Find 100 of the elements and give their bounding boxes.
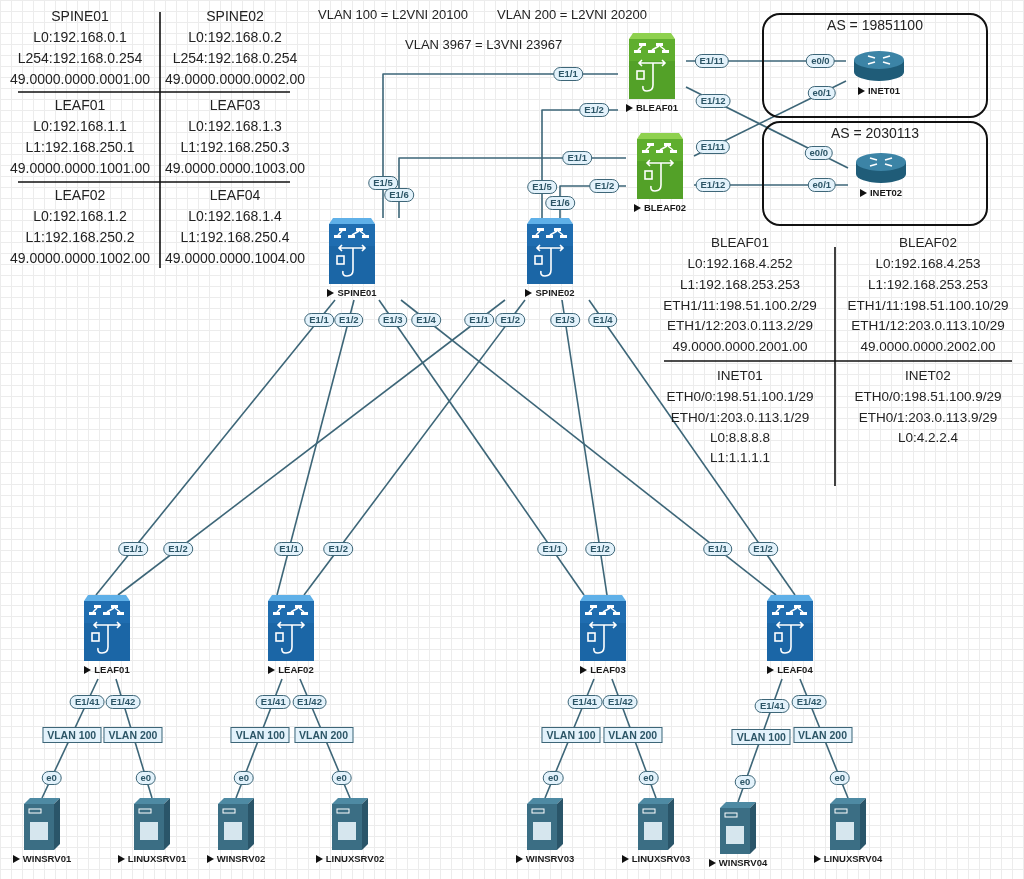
table-text: SPINE01 bbox=[51, 7, 109, 26]
device-name: LEAF02 bbox=[278, 664, 314, 676]
vlan-tag: VLAN 100 bbox=[541, 726, 601, 743]
table-text: L0:4.2.2.4 bbox=[897, 429, 959, 447]
network-link bbox=[400, 299, 777, 596]
port-label: E1/1 bbox=[703, 542, 733, 557]
table-text: L0:192.168.1.4 bbox=[188, 207, 282, 226]
port-label: E1/4 bbox=[588, 312, 618, 327]
table-text: INET02 bbox=[905, 367, 951, 385]
as-number-label: AS = 19851100 bbox=[826, 16, 924, 34]
port-label: e0 bbox=[135, 770, 157, 785]
table-text: LEAF04 bbox=[209, 186, 261, 205]
port-label: e0 bbox=[233, 770, 255, 785]
table-text: INET01 bbox=[717, 367, 763, 385]
port-label: E1/41 bbox=[69, 694, 105, 709]
device-name: LEAF03 bbox=[590, 664, 626, 676]
port-label: E1/4 bbox=[411, 312, 441, 327]
device-name: BLEAF01 bbox=[635, 102, 679, 114]
port-label: e0 bbox=[41, 770, 62, 785]
port-label: E1/12 bbox=[695, 93, 731, 108]
table-text: L1:192.168.253.253 bbox=[867, 276, 989, 294]
table-text: BLEAF01 bbox=[711, 234, 769, 252]
device-name: LINUXSRV02 bbox=[325, 853, 385, 865]
port-label: e0 bbox=[543, 770, 564, 785]
port-label: e0 bbox=[829, 770, 851, 785]
table-text: L1:1.1.1.1 bbox=[709, 449, 771, 467]
port-label: e0 bbox=[638, 770, 659, 785]
port-label: e0/1 bbox=[807, 86, 836, 100]
device-name: LEAF04 bbox=[777, 664, 813, 676]
table-text: 49.0000.0000.2002.00 bbox=[860, 338, 996, 356]
port-label: E1/2 bbox=[589, 179, 620, 193]
port-label: E1/5 bbox=[527, 180, 557, 195]
port-label: e0/0 bbox=[806, 54, 835, 68]
port-label: E1/11 bbox=[694, 54, 729, 68]
table-text: SPINE02 bbox=[206, 7, 264, 26]
port-label: E1/2 bbox=[579, 103, 609, 117]
table-text: LEAF01 bbox=[54, 96, 106, 115]
table-text: L0:192.168.0.1 bbox=[33, 28, 127, 47]
device-name: SPINE02 bbox=[535, 287, 575, 299]
table-text: ETH0/1:203.0.113.1/29 bbox=[670, 409, 810, 427]
port-label: E1/2 bbox=[334, 312, 364, 327]
port-label: E1/42 bbox=[791, 694, 827, 709]
device-name: LINUXSRV01 bbox=[127, 853, 187, 865]
device-name: INET02 bbox=[869, 187, 903, 199]
vlan-tag: VLAN 200 bbox=[294, 726, 353, 743]
vlan-tag: VLAN 200 bbox=[603, 726, 663, 743]
table-text: L254:192.168.0.254 bbox=[17, 49, 143, 68]
device-name: SPINE01 bbox=[337, 287, 377, 299]
port-label: E1/6 bbox=[545, 196, 575, 210]
port-label: e0 bbox=[331, 770, 352, 785]
port-label: E1/1 bbox=[274, 542, 304, 557]
vni-mapping-note: VLAN 100 = L2VNI 20100 bbox=[318, 7, 468, 23]
vlan-tag: VLAN 100 bbox=[230, 726, 290, 743]
port-label: e0/0 bbox=[804, 146, 834, 161]
table-text: ETH1/11:198.51.100.10/29 bbox=[847, 297, 1009, 315]
port-label: E1/6 bbox=[384, 188, 414, 203]
table-text: L254:192.168.0.254 bbox=[172, 49, 298, 68]
vlan-tag: VLAN 200 bbox=[793, 726, 853, 743]
port-label: e0/1 bbox=[807, 178, 837, 192]
table-text: ETH1/12:203.0.113.10/29 bbox=[851, 317, 1005, 335]
network-link bbox=[95, 299, 336, 596]
vlan-tag: VLAN 200 bbox=[103, 726, 163, 743]
table-text: L0:192.168.0.2 bbox=[188, 28, 282, 47]
port-label: e0 bbox=[734, 775, 756, 790]
port-label: E1/41 bbox=[255, 694, 291, 709]
port-label: E1/3 bbox=[550, 312, 580, 327]
table-text: 49.0000.0000.1003.00 bbox=[164, 159, 306, 178]
port-label: E1/1 bbox=[553, 67, 583, 81]
table-text: BLEAF02 bbox=[899, 234, 957, 252]
device-name: WINSRV02 bbox=[216, 853, 266, 865]
table-text: L1:192.168.250.4 bbox=[180, 228, 290, 247]
port-label: E1/41 bbox=[754, 699, 790, 714]
port-label: E1/2 bbox=[495, 312, 525, 327]
port-label: E1/11 bbox=[695, 139, 731, 154]
port-label: E1/1 bbox=[118, 542, 148, 557]
network-link bbox=[382, 73, 619, 219]
table-text: L0:192.168.1.1 bbox=[33, 117, 127, 136]
table-text: 49.0000.0000.1001.00 bbox=[9, 159, 151, 178]
vni-mapping-note: VLAN 200 = L2VNI 20200 bbox=[497, 7, 647, 23]
port-label: E1/1 bbox=[464, 312, 494, 327]
table-text: ETH0/0:198.51.100.1/29 bbox=[666, 388, 814, 406]
device-name: BLEAF02 bbox=[643, 202, 687, 214]
port-label: E1/42 bbox=[292, 694, 327, 709]
device-name: WINSRV04 bbox=[718, 857, 768, 869]
as-number-label: AS = 2030113 bbox=[829, 124, 921, 142]
table-text: L0:192.168.4.253 bbox=[875, 255, 981, 273]
port-label: E1/42 bbox=[602, 694, 638, 709]
network-link bbox=[588, 299, 796, 596]
table-text: ETH0/0:198.51.100.9/29 bbox=[854, 388, 1002, 406]
port-label: E1/2 bbox=[585, 542, 615, 557]
device-name: LEAF01 bbox=[94, 664, 130, 676]
port-label: E1/3 bbox=[377, 312, 408, 327]
table-text: LEAF03 bbox=[209, 96, 261, 115]
port-label: E1/12 bbox=[695, 178, 731, 192]
table-text: 49.0000.0000.2001.00 bbox=[672, 338, 808, 356]
device-name: WINSRV01 bbox=[22, 853, 72, 865]
table-text: ETH0/1:203.0.113.9/29 bbox=[858, 409, 998, 427]
port-label: E1/41 bbox=[567, 694, 603, 709]
network-link bbox=[276, 299, 355, 596]
vlan-tag: VLAN 100 bbox=[42, 726, 102, 743]
